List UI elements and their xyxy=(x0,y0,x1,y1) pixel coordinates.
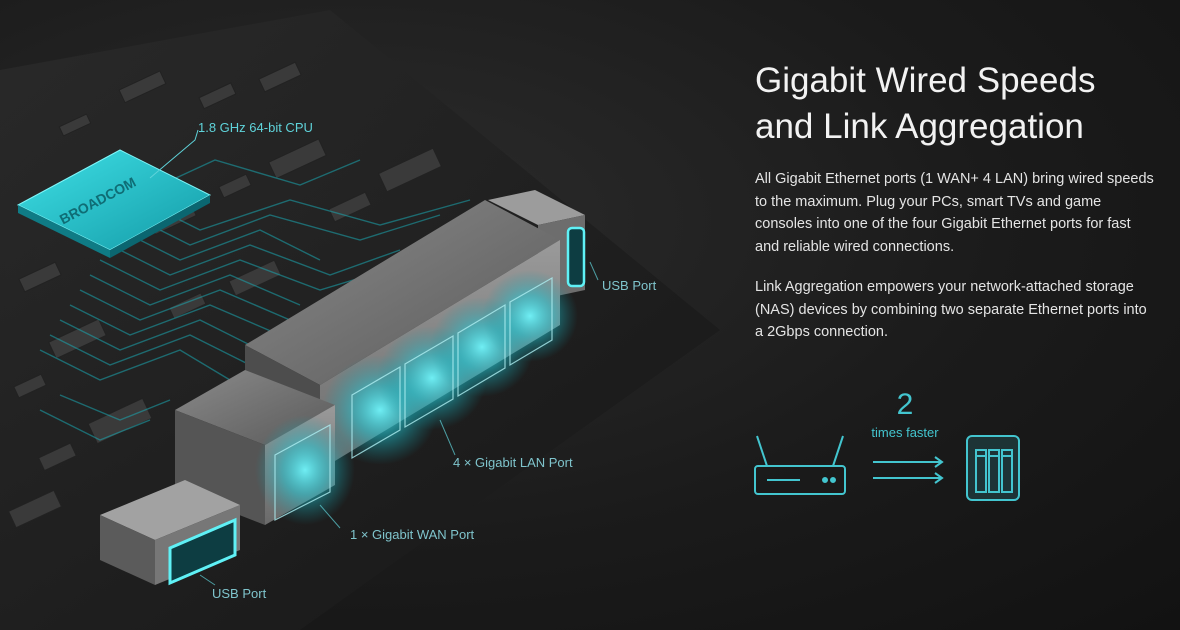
paragraph-gigabit: All Gigabit Ethernet ports (1 WAN+ 4 LAN… xyxy=(755,171,1154,255)
cpu-label: 1.8 GHz 64-bit CPU xyxy=(198,120,313,135)
link-aggregation-diagram xyxy=(754,435,1020,501)
wan-label: 1 × Gigabit WAN Port xyxy=(350,527,475,542)
speed-label: times faster xyxy=(871,425,939,440)
feature-text: Gigabit Wired Speeds and Link Aggregatio… xyxy=(755,58,1155,362)
router-icon xyxy=(754,435,846,495)
feature-heading: Gigabit Wired Speeds and Link Aggregatio… xyxy=(755,61,1096,146)
usb-top-label: USB Port xyxy=(602,278,657,293)
lan-port-openings xyxy=(351,276,553,460)
router-ports-illustration: BROADCOM xyxy=(0,10,720,630)
circuit-traces xyxy=(39,159,471,441)
usb-bottom-label: USB Port xyxy=(212,586,267,601)
arrows-icon xyxy=(873,456,944,484)
cpu-leader-line xyxy=(149,129,199,179)
lan-label: 4 × Gigabit LAN Port xyxy=(453,455,573,470)
nas-icon xyxy=(966,435,1020,501)
lan-port-glows xyxy=(322,270,578,465)
paragraph-aggregation: Link Aggregation empowers your network-a… xyxy=(755,279,1147,340)
cpu-chip: BROADCOM xyxy=(16,149,212,258)
speed-value: 2 xyxy=(896,388,914,421)
leader-lines xyxy=(199,261,599,586)
usb-port-bottom xyxy=(100,480,240,586)
